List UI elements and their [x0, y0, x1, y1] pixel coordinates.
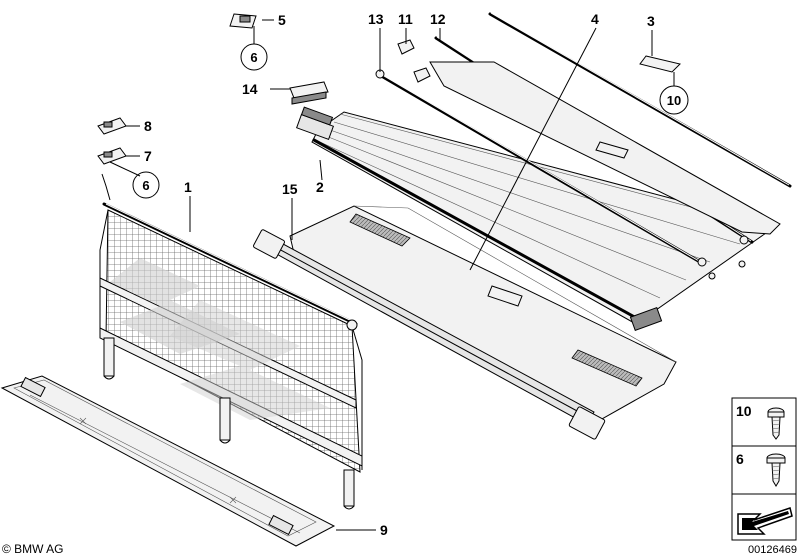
callout-5: 5	[278, 12, 286, 28]
cap-part-3	[639, 55, 681, 73]
legend-label-6: 6	[736, 451, 744, 467]
screw-icon	[766, 453, 786, 487]
partition-net-part-1	[99, 173, 363, 510]
legend-label-10: 10	[736, 403, 752, 419]
callout-1: 1	[184, 179, 192, 195]
rod-part-4	[429, 12, 792, 235]
roller-cover-part-15	[253, 205, 677, 440]
callout-9: 9	[380, 522, 388, 538]
leader-lines	[109, 19, 675, 531]
clip-part-11	[397, 39, 431, 83]
callout-10: 10	[667, 93, 681, 108]
floor-rail-part-9	[0, 375, 336, 547]
callout-4: 4	[591, 11, 599, 27]
callout-11: 11	[398, 11, 413, 27]
callout-12: 12	[430, 11, 446, 27]
callout-3: 3	[647, 13, 655, 29]
arrow-icon	[737, 507, 793, 535]
callout-15: 15	[282, 181, 298, 197]
callouts: 5 14 8 7 1 2 15 13 11 12 4 3 9 6 6 10	[132, 11, 689, 538]
hardware-legend: 10 6	[731, 397, 797, 541]
document-id: 00126469	[748, 544, 797, 556]
callout-6-top: 6	[250, 50, 257, 65]
callout-circle-10	[659, 85, 689, 115]
callout-2: 2	[316, 179, 324, 195]
callout-circle-6-top	[240, 43, 268, 71]
callout-8: 8	[144, 118, 152, 134]
callout-6-left: 6	[142, 178, 149, 193]
clip-part-14	[289, 81, 329, 105]
callout-13: 13	[368, 11, 384, 27]
clip-part-7	[97, 147, 127, 165]
clip-part-5	[229, 13, 257, 29]
copyright-text: © BMW AG	[2, 542, 64, 556]
screw-icon	[767, 407, 785, 440]
roller-cover-part-2	[295, 106, 778, 332]
rod-part-13	[375, 69, 746, 280]
callout-7: 7	[144, 148, 152, 164]
callout-14: 14	[242, 81, 258, 97]
callout-circle-6-left	[132, 171, 160, 199]
clip-part-8	[97, 117, 127, 135]
